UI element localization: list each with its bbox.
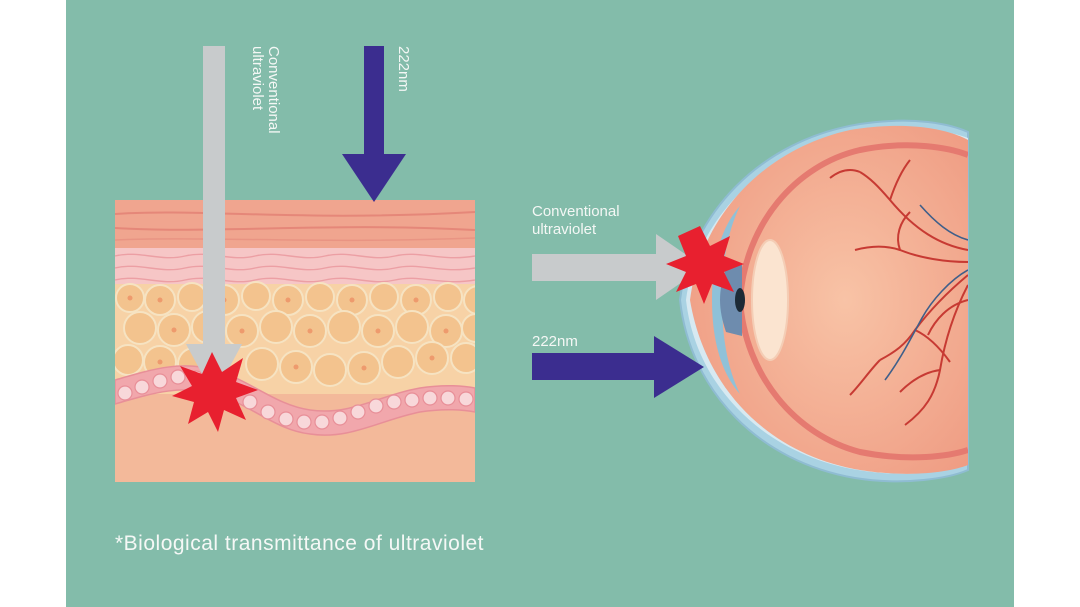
skin-cross-section [115,200,475,482]
lens [751,239,789,361]
skin-222nm-label: 222nm [395,46,412,92]
skin-conventional-uv-label: Conventional ultraviolet [249,46,282,134]
skin-impact-burst [172,352,258,432]
eye-222nm-arrow [532,336,704,398]
eye-conventional-uv-label-line2: ultraviolet [532,221,597,238]
eye-222nm-label: 222nm [532,333,578,350]
eye-impact-burst [666,226,744,304]
skin-222nm-arrow [342,46,406,202]
eye-conventional-uv-label-line1: Conventional [532,203,620,220]
eye-cross-section [678,119,969,483]
stratum-corneum [115,200,475,248]
caption: *Biological transmittance of ultraviolet [115,532,485,555]
